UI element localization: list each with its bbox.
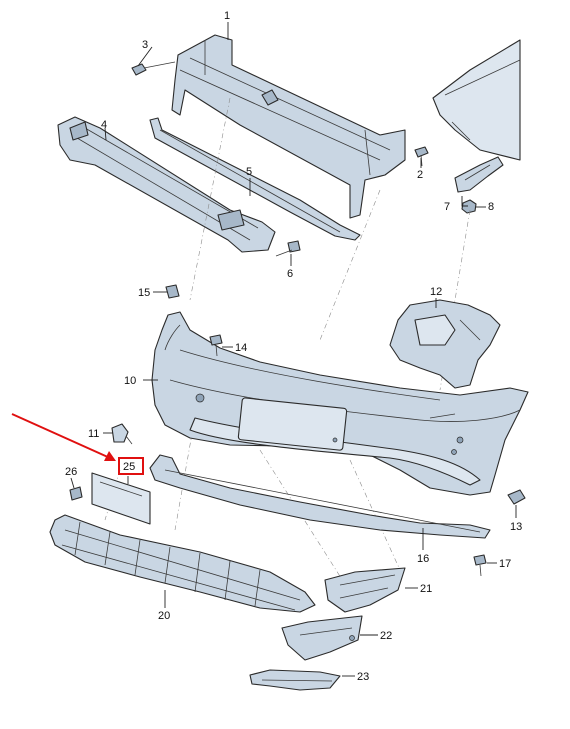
callout-7: 7: [444, 201, 450, 213]
callout-20: 20: [158, 610, 170, 622]
callout-15: 15: [138, 287, 150, 299]
callout-16: 16: [417, 553, 429, 565]
callout-8: 8: [488, 201, 494, 213]
callout-13: 13: [510, 521, 522, 533]
callout-26: 26: [65, 466, 77, 478]
bolt: [414, 146, 429, 167]
trim-strip: [249, 669, 341, 691]
callout-labels: 1 2 3 4 5 6 7 8 10 11 12 13 14 15 16 17 …: [65, 10, 522, 683]
lower-grille: [49, 514, 316, 613]
nut: [461, 199, 477, 214]
license-plate-bracket: [91, 472, 151, 525]
grille-insert: [281, 615, 363, 661]
leader-lines: [70, 22, 517, 677]
callout-17: 17: [499, 558, 511, 570]
bumper-reinforcement: [171, 34, 406, 219]
side-bracket: [454, 156, 504, 193]
callout-10: 10: [124, 375, 136, 387]
callout-11: 11: [88, 428, 99, 440]
headlight-bracket: [389, 299, 501, 389]
callout-14: 14: [235, 342, 247, 354]
callout-6: 6: [287, 268, 293, 280]
highlight-box: [118, 457, 144, 475]
callout-23: 23: [357, 671, 369, 683]
callout-4: 4: [101, 119, 107, 131]
callout-22: 22: [380, 630, 392, 642]
callout-3: 3: [142, 39, 148, 51]
callout-12: 12: [430, 286, 442, 298]
fender-panel: [432, 39, 521, 161]
lower-spoiler: [149, 454, 491, 539]
pointer-arrow: [11, 413, 116, 461]
grille-insert: [324, 567, 406, 613]
bumper-cover: [151, 311, 529, 496]
callout-5: 5: [246, 166, 252, 178]
callout-21: 21: [420, 583, 432, 595]
clip: [507, 489, 526, 505]
bolt: [131, 61, 176, 76]
clip: [69, 486, 83, 501]
cover-cap: [111, 423, 133, 445]
screw: [473, 554, 487, 577]
clip: [165, 284, 180, 299]
screw: [209, 334, 223, 357]
callout-2: 2: [417, 169, 423, 181]
callout-25: 25: [123, 461, 135, 473]
clip: [275, 240, 301, 257]
impact-absorber: [57, 116, 276, 253]
callout-1: 1: [224, 10, 230, 22]
